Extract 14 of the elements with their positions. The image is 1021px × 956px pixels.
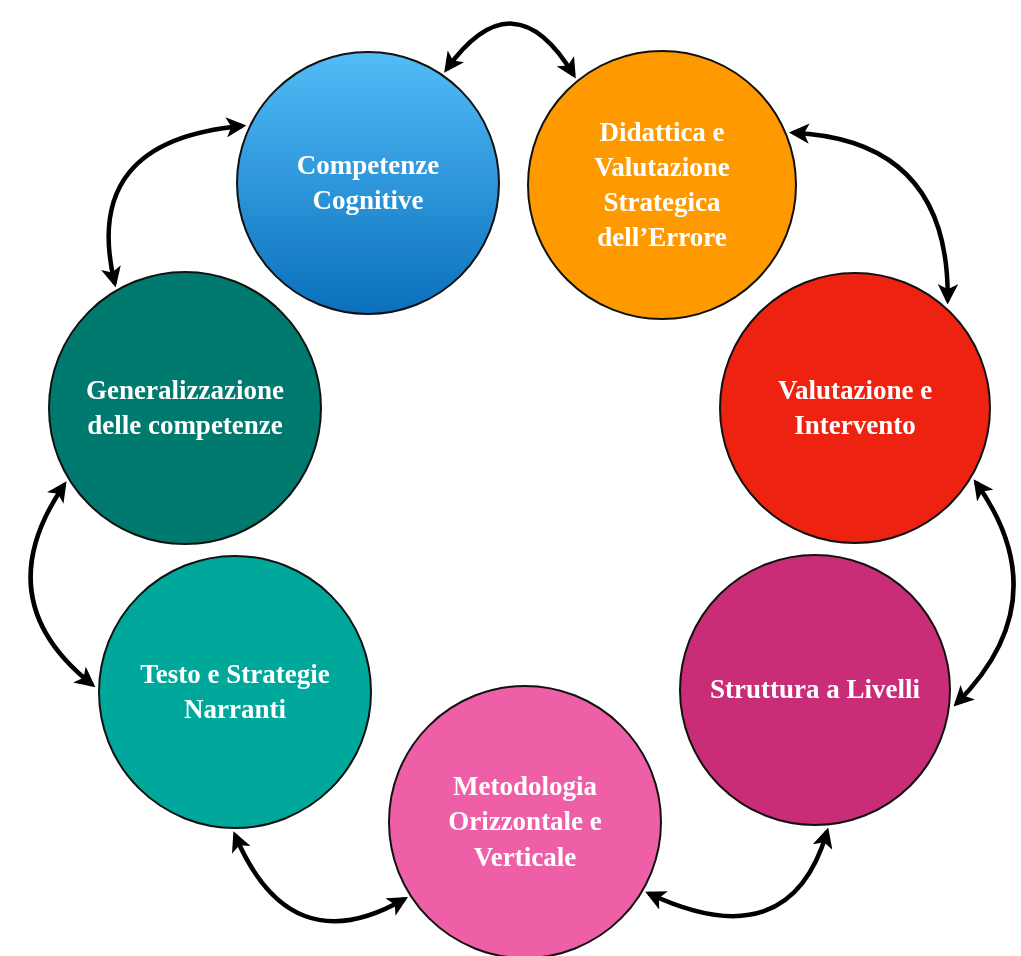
node-label: Testo e Strategie Narranti [139, 657, 331, 726]
node-label: Metodologia Orizzontale e Verticale [447, 770, 603, 874]
node-label: Didattica e Valutazione Strategica dell’Errore [593, 115, 731, 255]
node-label: Competenze Cognitive [295, 148, 441, 217]
node-label: Struttura a Livelli [709, 673, 921, 707]
curved-arrow [788, 124, 958, 305]
node-label: Valutazione e Intervento [776, 373, 934, 442]
curved-arrow [645, 827, 832, 919]
curved-arrow [953, 479, 1016, 707]
curved-arrow [101, 117, 247, 288]
curved-arrow [232, 831, 409, 924]
curved-arrow [444, 21, 576, 79]
node-label: Generalizzazione delle competenze [85, 373, 285, 442]
curved-arrow [28, 481, 96, 688]
